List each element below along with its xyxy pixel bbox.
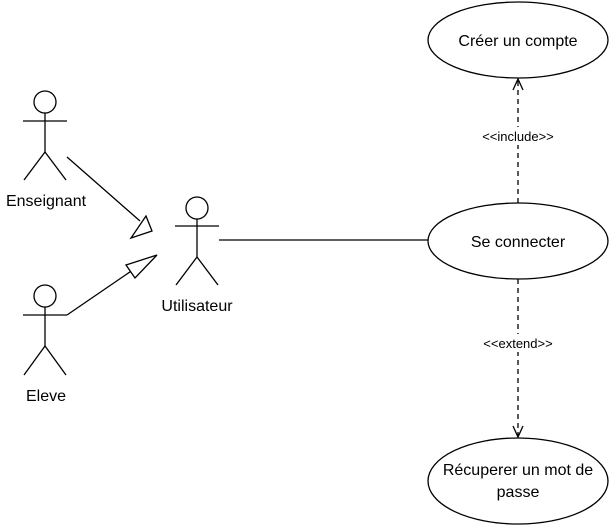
generalization-eleve[interactable] xyxy=(66,254,158,316)
include-relation[interactable] xyxy=(512,77,524,203)
use-case-creer-compte[interactable]: Créer un compte xyxy=(427,1,609,79)
use-case-recuperer-mdp-label-line1: Récuperer un mot de xyxy=(443,462,593,479)
actor-enseignant-label: Enseignant xyxy=(6,193,87,210)
actor-utilisateur-label: Utilisateur xyxy=(161,298,233,315)
use-case-recuperer-mdp-label-line2: passe xyxy=(497,484,540,501)
include-label: <<include>> xyxy=(482,129,554,144)
use-case-creer-compte-label: Créer un compte xyxy=(458,33,577,50)
include-label-bg xyxy=(470,127,566,145)
use-case-se-connecter[interactable]: Se connecter xyxy=(427,202,609,280)
actor-eleve-label: Eleve xyxy=(26,388,66,405)
extend-relation[interactable] xyxy=(512,279,524,439)
actor-utilisateur[interactable] xyxy=(175,196,219,286)
extend-label-bg xyxy=(474,334,564,352)
actor-enseignant[interactable] xyxy=(23,90,67,181)
use-case-recuperer-mdp[interactable]: Récuperer un mot de passe xyxy=(427,437,609,525)
generalization-enseignant[interactable] xyxy=(66,156,153,240)
actor-eleve[interactable] xyxy=(23,284,67,376)
use-case-se-connecter-label: Se connecter xyxy=(471,234,566,251)
extend-label: <<extend>> xyxy=(483,336,552,351)
